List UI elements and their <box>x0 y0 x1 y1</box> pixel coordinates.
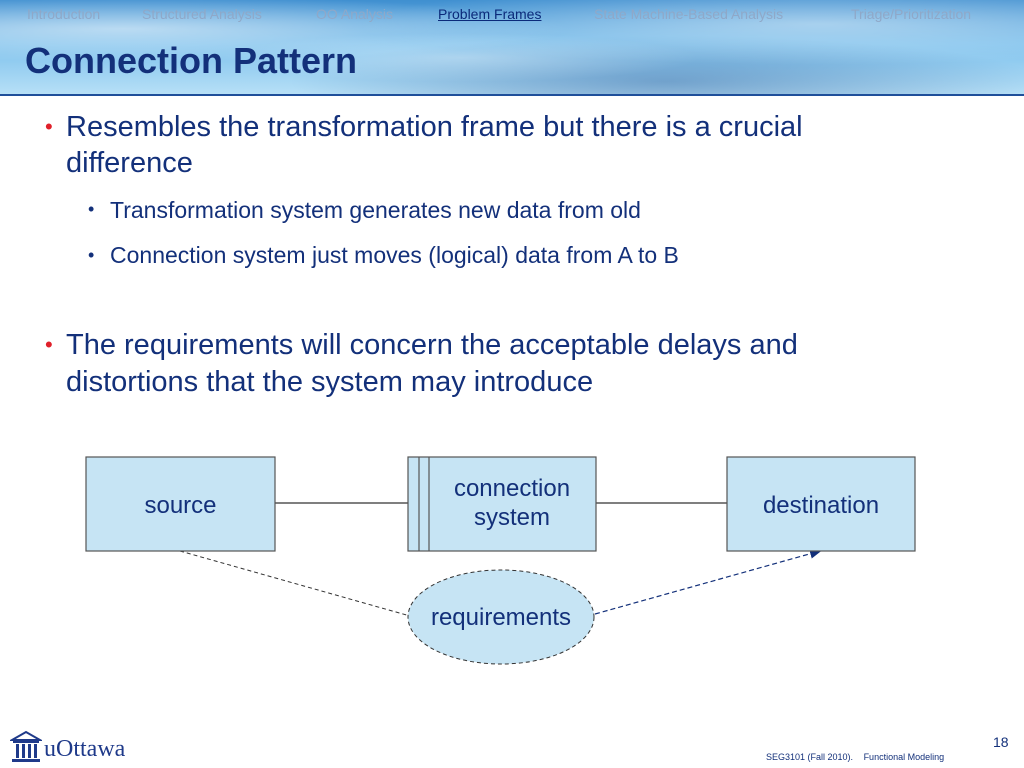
bullet-2-line-2: distortions that the system may introduc… <box>66 366 594 398</box>
bullet-1-line-2: difference <box>66 147 193 179</box>
nav-introduction[interactable]: Introduction <box>27 6 101 22</box>
nav-triage-prioritization[interactable]: Triage/Prioritization <box>851 6 972 22</box>
sub-bullet-1: Transformation system generates new data… <box>110 197 641 223</box>
destination-domain-box <box>726 456 916 552</box>
connection-label-line-2: system <box>474 504 550 531</box>
source-label: source <box>144 492 216 519</box>
nav-problem-frames[interactable]: Problem Frames <box>438 6 542 22</box>
source-domain-box <box>85 456 276 552</box>
destination-label: destination <box>763 492 879 519</box>
bullet-1-line-1: Resembles the transformation frame but t… <box>66 111 803 143</box>
nav-oo-analysis[interactable]: OO Analysis <box>316 6 394 22</box>
sub-bullet-2: Connection system just moves (logical) d… <box>110 242 679 268</box>
header-banner: Introduction Structured Analysis OO Anal… <box>0 0 1024 96</box>
nav-structured-analysis[interactable]: Structured Analysis <box>142 6 262 22</box>
requirements-destination-arrow <box>594 548 822 615</box>
connection-label-line-1: connection <box>454 475 570 502</box>
footer-text: SEG3101 (Fall 2010). Functional Modeling <box>766 752 952 762</box>
sub-bullet-dot-icon: • <box>88 245 95 265</box>
connection-pattern-diagram: source connection system destination req… <box>85 456 916 665</box>
requirements-ellipse <box>407 569 595 665</box>
top-navigation: Introduction Structured Analysis OO Anal… <box>0 6 1024 28</box>
source-requirements-dashed-line <box>179 550 411 617</box>
sub-bullet-dot-icon: • <box>88 199 95 219</box>
header-divider <box>0 94 1024 96</box>
nav-state-machine-based-analysis[interactable]: State Machine-Based Analysis <box>594 6 784 22</box>
bullet-2-line-1: The requirements will concern the accept… <box>66 329 798 361</box>
requirements-label: requirements <box>431 604 571 631</box>
university-building-logo-icon <box>10 730 42 762</box>
footer-course: SEG3101 (Fall 2010). <box>766 752 854 762</box>
footer-topic: Functional Modeling <box>863 752 945 762</box>
bullet-dot-icon: • <box>45 114 53 139</box>
slide-title: Connection Pattern <box>25 40 358 81</box>
connection-system-box <box>407 456 597 552</box>
page-number: 18 <box>993 734 1009 750</box>
bullet-dot-icon: • <box>45 332 53 357</box>
university-wordmark: uOttawa <box>44 736 126 762</box>
